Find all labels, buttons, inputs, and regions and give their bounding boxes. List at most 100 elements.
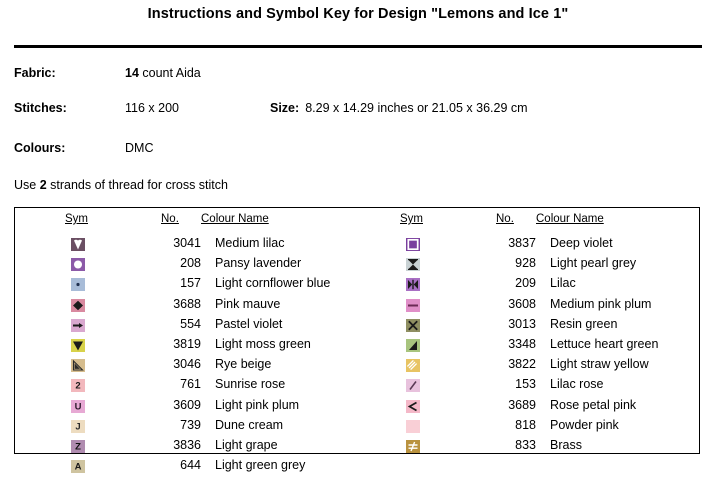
colour-name: Lettuce heart green xyxy=(550,336,659,351)
dmc-number: 554 xyxy=(180,316,201,331)
stitches-row: Stitches:116 x 200 xyxy=(14,101,179,115)
symbol-swatch-icon: J xyxy=(71,419,85,433)
symbol-swatch-icon xyxy=(71,359,85,373)
key-row: A 644 Light green grey xyxy=(35,457,375,477)
colour-name: Light cornflower blue xyxy=(215,276,331,291)
colour-name: Rose petal pink xyxy=(550,397,637,412)
key-row: 3822 Light straw yellow xyxy=(370,356,710,376)
symbol-swatch-icon: Z xyxy=(71,439,85,453)
fabric-label: Fabric: xyxy=(14,66,56,80)
colour-name: Deep violet xyxy=(550,236,613,250)
key-column-left-header: Sym No. Colour Name xyxy=(35,213,375,229)
dmc-number: 3348 xyxy=(508,336,536,351)
fabric-row: Fabric:14 count Aida xyxy=(14,66,201,80)
dmc-number: 3608 xyxy=(508,296,536,311)
dmc-number: 3046 xyxy=(173,357,201,372)
header-sym: Sym xyxy=(65,213,88,225)
header-divider xyxy=(14,45,702,48)
header-colour-name: Colour Name xyxy=(201,213,269,225)
symbol-swatch-icon xyxy=(406,298,420,312)
header-number: No. xyxy=(161,213,179,225)
colour-name: Pink mauve xyxy=(215,296,281,311)
key-row: 3013 Resin green xyxy=(370,316,710,336)
dmc-number: 644 xyxy=(180,458,201,473)
dmc-number: 739 xyxy=(180,417,201,432)
dmc-number: 157 xyxy=(180,276,201,291)
svg-text:A: A xyxy=(75,462,82,473)
header-sym: Sym xyxy=(400,213,423,225)
size-label: Size: xyxy=(270,101,300,115)
colour-name: Lilac rose xyxy=(550,377,604,392)
symbol-swatch-icon xyxy=(71,238,85,251)
svg-text:2: 2 xyxy=(75,381,80,392)
symbol-swatch-icon: A xyxy=(71,460,85,474)
size-value: 8.29 x 14.29 inches or 21.05 x 36.29 cm xyxy=(305,101,528,115)
dmc-number: 818 xyxy=(515,417,536,432)
symbol-swatch-icon xyxy=(406,338,420,352)
dmc-number: 928 xyxy=(515,256,536,271)
colours-row: Colours: DMC xyxy=(14,141,153,155)
symbol-swatch-icon xyxy=(71,318,85,332)
dmc-number: 761 xyxy=(180,377,201,392)
dmc-number: 3013 xyxy=(508,316,536,331)
colour-name: Light moss green xyxy=(215,336,311,351)
fabric-value: count Aida xyxy=(138,66,201,80)
symbol-swatch-icon: U xyxy=(71,399,85,413)
symbol-swatch-icon xyxy=(406,258,420,272)
colour-name: Light pink plum xyxy=(215,397,300,412)
strands-prefix: Use xyxy=(14,178,40,192)
page-title: Instructions and Symbol Key for Design "… xyxy=(147,6,569,22)
dmc-number: 153 xyxy=(515,377,536,392)
colour-name: Brass xyxy=(550,437,582,452)
key-row: 3046 Rye beige xyxy=(35,356,375,376)
colour-name: Light grape xyxy=(215,437,278,452)
stitches-label: Stitches: xyxy=(14,101,67,115)
key-column-right-header: Sym No. Colour Name xyxy=(370,213,710,229)
symbol-swatch-icon xyxy=(406,359,420,373)
colours-label: Colours: xyxy=(14,141,66,155)
key-row: 153 Lilac rose xyxy=(370,376,710,396)
colour-name: Light green grey xyxy=(215,458,306,473)
dmc-number: 3837 xyxy=(508,236,536,250)
colour-name: Powder pink xyxy=(550,417,619,432)
symbol-swatch-icon xyxy=(406,439,420,453)
size-row: Size: 8.29 x 14.29 inches or 21.05 x 36.2… xyxy=(270,101,528,115)
strands-note: Use 2 strands of thread for cross stitch xyxy=(14,178,228,192)
strands-suffix: strands of thread for cross stitch xyxy=(46,178,228,192)
dmc-number: 208 xyxy=(180,256,201,271)
dmc-number: 3041 xyxy=(173,236,201,250)
symbol-swatch-icon xyxy=(406,278,420,292)
symbol-swatch-icon xyxy=(406,318,420,332)
colour-name: Light pearl grey xyxy=(550,256,637,271)
header-number: No. xyxy=(496,213,514,225)
dmc-number: 3609 xyxy=(173,397,201,412)
key-row: U 3609 Light pink plum xyxy=(35,397,375,417)
key-row: 3041 Medium lilac xyxy=(35,235,375,255)
symbol-swatch-icon: 2 xyxy=(71,379,85,393)
colour-name: Rye beige xyxy=(215,357,272,372)
key-row: 818 Powder pink xyxy=(370,417,710,437)
key-row: 3348 Lettuce heart green xyxy=(370,336,710,356)
colour-name: Medium lilac xyxy=(215,236,285,250)
svg-text:Z: Z xyxy=(75,441,81,452)
svg-text:J: J xyxy=(75,421,80,432)
key-row: 3837 Deep violet xyxy=(370,235,710,255)
colours-value: DMC xyxy=(125,141,154,155)
colour-name: Resin green xyxy=(550,316,618,331)
colour-name: Light straw yellow xyxy=(550,357,649,372)
dmc-number: 3822 xyxy=(508,357,536,372)
symbol-swatch-icon xyxy=(71,278,85,292)
